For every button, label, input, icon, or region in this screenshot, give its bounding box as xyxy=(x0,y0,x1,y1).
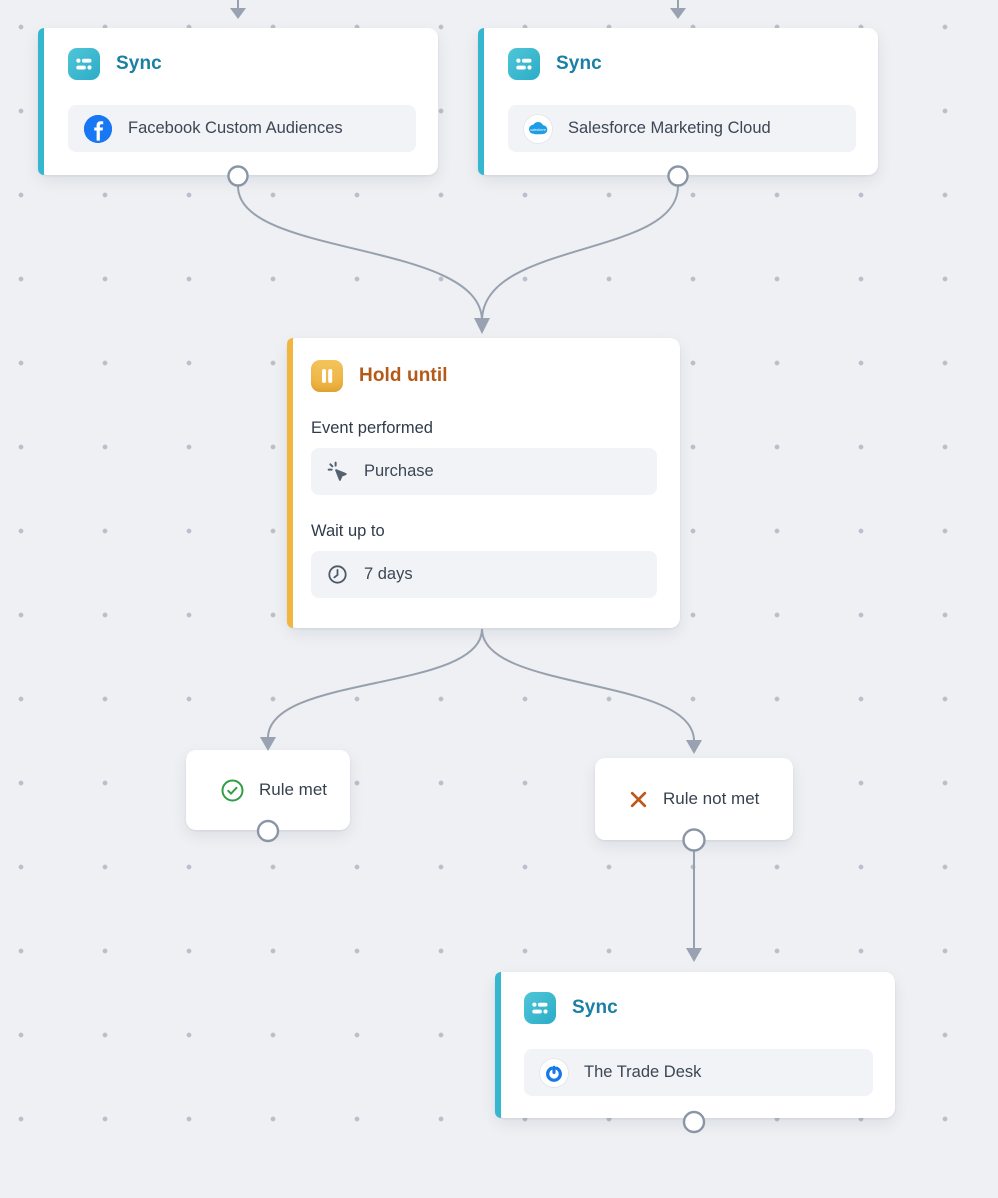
event-performed-label: Event performed xyxy=(311,419,433,437)
sync-accent-bar xyxy=(495,972,501,1118)
x-icon xyxy=(628,789,649,810)
facebook-icon xyxy=(84,114,112,143)
check-circle-icon xyxy=(220,778,245,803)
sync-icon xyxy=(524,992,556,1024)
sync-icon xyxy=(68,48,100,80)
node-sync-facebook[interactable]: Sync Facebook Custom Audiences xyxy=(38,28,438,175)
edge-facebook-to-hold xyxy=(237,185,483,322)
port-sync-tradedesk-out[interactable] xyxy=(682,1110,706,1134)
destination-label: The Trade Desk xyxy=(584,1063,702,1081)
destination-label: Salesforce Marketing Cloud xyxy=(568,119,771,137)
arrowhead xyxy=(230,8,246,19)
node-title: Hold until xyxy=(359,365,448,386)
wait-field[interactable]: 7 days xyxy=(311,551,657,598)
event-value: Purchase xyxy=(364,462,434,480)
node-title: Sync xyxy=(572,997,618,1018)
sync-accent-bar xyxy=(478,28,484,175)
sync-icon xyxy=(508,48,540,80)
port-sync-facebook-out[interactable] xyxy=(227,165,249,187)
node-title: Sync xyxy=(556,53,602,74)
svg-text:salesforce: salesforce xyxy=(530,128,546,132)
wait-up-to-label: Wait up to xyxy=(311,522,385,540)
destination-label: Facebook Custom Audiences xyxy=(128,119,343,137)
node-rule-met[interactable]: Rule met xyxy=(186,750,350,830)
sync-destination[interactable]: Facebook Custom Audiences xyxy=(68,105,416,152)
sync-destination[interactable]: The Trade Desk xyxy=(524,1049,873,1096)
node-hold-until[interactable]: Hold until Event performed Purchase Wait… xyxy=(287,338,680,628)
arrowhead xyxy=(260,737,276,751)
sync-accent-bar xyxy=(38,28,44,175)
tradedesk-icon xyxy=(540,1058,568,1087)
edge-hold-to-rule-not-met xyxy=(481,628,695,742)
node-title: Sync xyxy=(116,53,162,74)
port-rule-met-out[interactable] xyxy=(256,819,280,843)
pause-icon xyxy=(311,360,343,392)
clock-icon xyxy=(327,564,348,585)
node-rule-not-met[interactable]: Rule not met xyxy=(595,758,793,840)
node-sync-tradedesk[interactable]: Sync The Trade Desk xyxy=(495,972,895,1118)
arrowhead xyxy=(686,948,702,962)
rule-not-met-label: Rule not met xyxy=(663,789,760,808)
sync-destination[interactable]: salesforce Salesforce Marketing Cloud xyxy=(508,105,856,152)
arrowhead xyxy=(474,318,490,334)
event-field[interactable]: Purchase xyxy=(311,448,657,495)
salesforce-icon: salesforce xyxy=(524,114,552,143)
port-sync-salesforce-out[interactable] xyxy=(667,165,689,187)
port-rule-not-met-out[interactable] xyxy=(682,828,706,852)
cursor-click-icon xyxy=(327,461,348,482)
edge-hold-to-rule-met xyxy=(267,628,483,739)
edge-salesforce-to-hold xyxy=(481,185,679,322)
node-sync-salesforce[interactable]: Sync salesforce Salesforce Marketing Clo… xyxy=(478,28,878,175)
arrowhead xyxy=(686,740,702,754)
hold-accent-bar xyxy=(287,338,293,628)
rule-met-label: Rule met xyxy=(259,780,328,799)
arrowhead xyxy=(670,8,686,19)
wait-value: 7 days xyxy=(364,565,413,583)
